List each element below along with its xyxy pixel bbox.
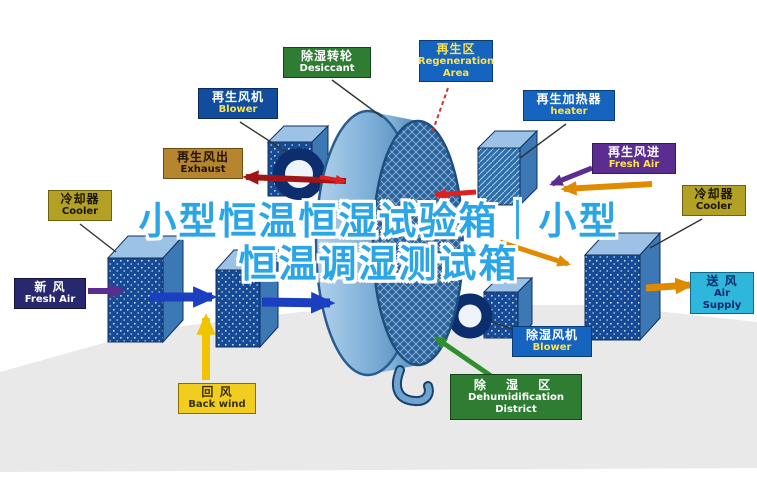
label-air-supply-en: Air Supply	[702, 288, 742, 311]
label-regen-blower: 再生风机 Blower	[198, 88, 278, 119]
label-back-wind: 回 风 Back wind	[178, 383, 256, 414]
air-supply-arrow	[645, 277, 695, 295]
label-regen-fresh-air-en: Fresh Air	[608, 159, 660, 171]
label-cooler-left-en: Cooler	[61, 206, 99, 218]
fresh-air-unit-box	[106, 234, 185, 344]
heater-box	[476, 129, 539, 207]
label-fresh-air-zh: 新 风	[34, 280, 66, 294]
label-cooler-right-zh: 冷却器	[694, 187, 734, 201]
label-air-supply: 送 风 Air Supply	[690, 272, 754, 314]
label-dehumid-blower-en: Blower	[532, 342, 572, 354]
label-regeneration-area-zh: 再生区	[436, 42, 476, 56]
rotor-wheel	[314, 109, 465, 407]
label-regen-exhaust-zh: 再生风出	[176, 150, 229, 164]
mixing-unit-box	[214, 248, 280, 349]
label-cooler-right: 冷却器 Cooler	[682, 185, 746, 216]
dehumid-zone-arrow	[433, 335, 496, 381]
desiccant-leader	[331, 79, 383, 118]
label-regen-heater-zh: 再生加热器	[536, 92, 602, 106]
regen-blower-leader	[239, 121, 289, 154]
label-dehumid-blower-zh: 除湿风机	[525, 328, 578, 342]
label-air-supply-zh: 送 风	[706, 274, 738, 288]
watermark: 小型恒温恒湿试验箱｜小型 恒温调湿测试箱	[0, 200, 757, 285]
label-cooler-left-zh: 冷却器	[60, 192, 100, 206]
flow-arrows	[88, 165, 695, 381]
label-desiccant-en: Desiccant	[299, 63, 355, 75]
label-fresh-air-en: Fresh Air	[24, 294, 76, 306]
cooler-left-leader	[79, 223, 117, 253]
rotor-to-supply-arrow	[499, 239, 571, 267]
label-back-wind-zh: 回 风	[201, 385, 233, 399]
process-flow-arrow-2	[261, 291, 336, 314]
label-regen-fresh-air: 再生风进 Fresh Air	[592, 143, 676, 174]
label-regen-blower-zh: 再生风机	[211, 90, 264, 104]
label-regen-heater-en: heater	[550, 106, 588, 118]
label-regen-heater: 再生加热器 heater	[523, 90, 615, 121]
label-cooler-left: 冷却器 Cooler	[48, 190, 112, 221]
heater-to-rotor-arrow	[433, 188, 477, 201]
label-regen-blower-en: Blower	[218, 104, 258, 116]
regen-fan-icon	[273, 148, 325, 200]
label-regen-fresh-air-zh: 再生风进	[607, 145, 660, 159]
fan-to-rotor-arrow	[319, 174, 347, 185]
label-cooler-right-en: Cooler	[695, 201, 733, 213]
label-regeneration-area: 再生区 Regeneration Area	[417, 40, 495, 82]
label-dehumid-district: 除 湿 区 Dehumidification District	[450, 374, 582, 420]
label-regen-exhaust: 再生风出 Exhaust	[163, 148, 243, 179]
label-dehumid-blower: 除湿风机 Blower	[512, 326, 592, 357]
label-desiccant-zh: 除湿转轮	[300, 49, 353, 63]
label-regeneration-area-en: Regeneration Area	[417, 56, 495, 79]
watermark-line1: 小型恒温恒湿试验箱｜小型	[138, 199, 619, 243]
label-dehumid-district-en1: Dehumidification	[467, 392, 565, 404]
regen-fresh-arrow	[549, 165, 593, 187]
regen-inlet-arrow	[560, 181, 653, 196]
label-dehumid-district-zh: 除 湿 区	[473, 378, 559, 392]
watermark-line2: 恒温调湿测试箱	[238, 241, 519, 286]
cooler-right-leader	[649, 218, 703, 249]
regen-area-leader	[431, 87, 449, 134]
label-fresh-air: 新 风 Fresh Air	[14, 278, 86, 309]
regen-heater-leader	[519, 123, 567, 159]
label-back-wind-en: Back wind	[188, 399, 246, 411]
label-regen-exhaust-en: Exhaust	[180, 164, 226, 176]
label-desiccant: 除湿转轮 Desiccant	[283, 47, 371, 78]
label-dehumid-district-en2: District	[495, 403, 537, 415]
